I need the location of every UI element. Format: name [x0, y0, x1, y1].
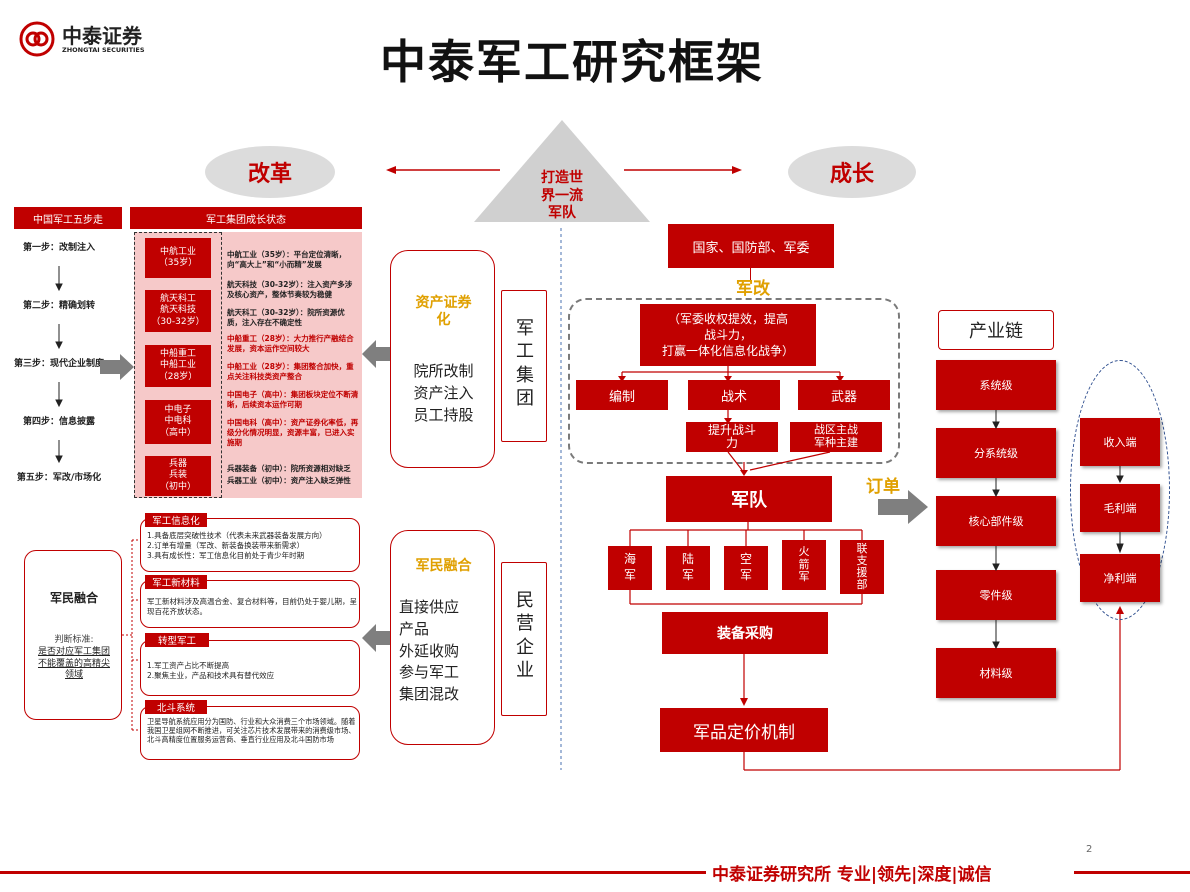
- pricing-mechanism-box: 军品定价机制: [660, 708, 828, 752]
- army-box: 军队: [666, 476, 832, 522]
- military-group-box: 军 工 集 团: [501, 290, 547, 442]
- mil-civil-label-box: 军民融合 判断标准: 是否对应军工集团不能覆盖的高精尖领域: [24, 550, 122, 720]
- groups-header-label: 军工集团成长状态: [206, 214, 286, 226]
- branch-navy: 海 军: [608, 546, 652, 590]
- reform-oval-label: 改革: [247, 162, 292, 187]
- chain-title-box: 产业链: [938, 310, 1054, 350]
- mil-civil-item-3-body: 1.军工资产占比不断提高 2.聚焦主业，产品和技术具有替代效应: [147, 661, 275, 680]
- asset-body: 院所改制 资产注入 员工持股: [413, 362, 474, 424]
- mil-civil-item-3-title: 转型军工: [145, 633, 209, 647]
- step-4: 第四步：信息披露: [22, 417, 95, 428]
- footer-rule-left: [0, 871, 706, 874]
- step-1: 第一步：改制注入: [22, 243, 95, 254]
- five-steps-list: 第一步：改制注入 第二步：精确划转 第三步：现代企业制度 第四步：信息披露 第五…: [14, 234, 104, 494]
- mil-civil-item-4-title: 北斗系统: [145, 700, 207, 714]
- asset-securitization-box: 资产证券 化 院所改制 资产注入 员工持股: [390, 250, 495, 468]
- profit-arrows: [1116, 466, 1124, 554]
- step-3: 第三步：现代企业制度: [14, 359, 105, 370]
- mil-civil-item-2-title: 军工新材料: [145, 575, 207, 589]
- page-title: 中泰军工研究框架: [380, 35, 764, 89]
- group-text-aerospace-2: 航天科工（30-32岁）：院所资源优质，注入存在不确定性: [227, 308, 345, 327]
- mil-civil-label: 军民融合: [49, 591, 98, 605]
- military-group-label: 军 工 集 团: [516, 318, 534, 410]
- chain-system: 系统级: [936, 360, 1056, 410]
- step-arrows: [55, 266, 63, 464]
- profit-revenue: 收入端: [1080, 418, 1160, 466]
- step-5: 第五步：军改/市场化: [16, 473, 102, 484]
- civil-integration-box: 军民融合 直接供应 产品 外延收购 参与军工 集团混改: [390, 530, 495, 745]
- page-number: 2: [1086, 844, 1093, 855]
- reform-oval: 改革: [205, 146, 335, 198]
- mil-civil-item-1-body: 1.具备底层突破性技术（代表未来武器装备发展方向） 2.订单有增量（军改、新装备…: [147, 531, 327, 560]
- growth-oval: 成长: [788, 146, 916, 198]
- reform-text-box: （军委收权提效，提高 战斗力， 打赢一体化信息化战争）: [640, 304, 816, 366]
- group-text-ship-1: 中船重工（28岁）：大力推行产融结合发展，资本运作空间较大: [227, 334, 354, 353]
- branch-support: 联 支 援 部: [840, 540, 884, 594]
- steps-to-groups-arrow: [100, 354, 134, 380]
- group-box-ordnance: 兵器 兵装 （初中）: [145, 456, 211, 496]
- profit-gross: 毛利端: [1080, 484, 1160, 532]
- civil-body: 直接供应 产品 外延收购 参与军工 集团混改: [399, 598, 460, 703]
- logo-mark-icon: [19, 21, 55, 57]
- branch-rocket: 火 箭 军: [782, 540, 826, 590]
- profit-dashed-ellipse: [1070, 360, 1170, 620]
- growth-oval-label: 成长: [829, 162, 874, 187]
- group-text-elec-2: 中国电科（高中）：资产证券化率低，再级分化情况明显，资源丰富，已进入实施期: [227, 418, 359, 447]
- group-box-electronics: 中电子 中电科 （高中）: [145, 400, 211, 444]
- asset-title: 资产证券 化: [415, 295, 472, 328]
- logo-name-cn: 中泰证券: [62, 24, 142, 48]
- order-arrow: [878, 490, 928, 524]
- mil-civil-item-1-title: 军工信息化: [145, 513, 207, 527]
- profit-net: 净利端: [1080, 554, 1160, 602]
- mil-civil-item-2-body: 军工新材料涉及高温合金、复合材料等，目前仍处于婴儿期，呈现百花齐放状态。: [147, 597, 357, 616]
- group-text-ord-1: 兵器装备（初中）：院所资源相对缺乏: [227, 464, 351, 473]
- branch-army: 陆 军: [666, 546, 710, 590]
- group-box-aerospace: 航天科工 航天科技 （30-32岁）: [145, 290, 211, 332]
- civil-title: 军民融合: [415, 558, 472, 574]
- group-text-aerospace-1: 航天科技（30-32岁）：注入资产多涉及核心资产，整体节奏较为稳健: [227, 280, 353, 299]
- reform-item-weapons: 武器: [798, 380, 890, 410]
- chain-parts: 零件级: [936, 570, 1056, 620]
- logo-name-en: ZHONGTAI SECURITIES: [62, 46, 145, 54]
- mil-civil-item-1: 1.具备底层突破性技术（代表未来武器装备发展方向） 2.订单有增量（军改、新装备…: [140, 518, 360, 572]
- step-2: 第二步：精确划转: [22, 301, 95, 312]
- five-steps-header-label: 中国军工五步走: [33, 214, 103, 226]
- reform-label: 军改: [736, 279, 770, 299]
- reform-item-establishment: 编制: [576, 380, 668, 410]
- footer-rule-right: [1074, 871, 1190, 874]
- reform-item-tactics: 战术: [688, 380, 780, 410]
- mil-civil-item-4-body: 卫星导航系统应用分为国防、行业和大众消费三个市场领域。随着我国卫星组网不断推进，…: [147, 717, 356, 744]
- chain-subsystem: 分系统级: [936, 428, 1056, 478]
- mil-civil-item-3: 1.军工资产占比不断提高 2.聚焦主业，产品和技术具有替代效应: [140, 640, 360, 696]
- group-box-avic: 中航工业 （35岁）: [145, 238, 211, 278]
- triangle-label: 打造世 界一流 军队: [541, 170, 583, 221]
- five-steps-header: 中国军工五步走: [14, 207, 122, 229]
- reform-item-combat-power: 提升战斗 力: [686, 422, 778, 452]
- chain-arrows: [992, 410, 1000, 650]
- group-text-elec-1: 中国电子（高中）：集团板块定位不断清晰，后续资本运作可期: [227, 390, 359, 409]
- groups-header: 军工集团成长状态: [130, 207, 362, 229]
- footer-tagline: 中泰证券研究所 专业|领先|深度|诚信: [712, 865, 992, 885]
- state-box: 国家、国防部、军委: [668, 224, 834, 268]
- group-text-avic: 中航工业（35岁）：平台定位清晰，向“高大上”和“小而精”发展: [227, 250, 347, 269]
- private-enterprise-box: 民 营 企 业: [501, 562, 547, 716]
- criterion-title: 判断标准:: [54, 635, 94, 645]
- asset-arrow: [362, 340, 396, 368]
- company-logo: 中泰证券 ZHONGTAI SECURITIES: [18, 20, 168, 60]
- mil-civil-item-4: 卫星导航系统应用分为国防、行业和大众消费三个市场领域。随着我国卫星组网不断推进，…: [140, 706, 360, 760]
- chain-title: 产业链: [969, 321, 1023, 342]
- reform-item-theater: 战区主战 军种主建: [790, 422, 882, 452]
- state-to-reform-line: [750, 268, 751, 280]
- order-label: 订单: [866, 477, 900, 497]
- branch-airforce: 空 军: [724, 546, 768, 590]
- civil-arrow: [362, 624, 396, 652]
- group-text-ship-2: 中船工业（28岁）：集团整合加快，重点关注科技类资产整合: [227, 362, 354, 381]
- groups-dashed-frame: [134, 232, 222, 498]
- private-enterprise-label: 民 营 企 业: [516, 590, 534, 682]
- group-text-ord-2: 兵器工业（初中）：资产注入缺乏弹性: [227, 476, 351, 485]
- criterion-text: 是否对应军工集团不能覆盖的高精尖领域: [37, 647, 110, 681]
- group-box-shipbuilding: 中船重工 中船工业 （28岁）: [145, 345, 211, 387]
- equipment-procurement-box: 装备采购: [662, 612, 828, 654]
